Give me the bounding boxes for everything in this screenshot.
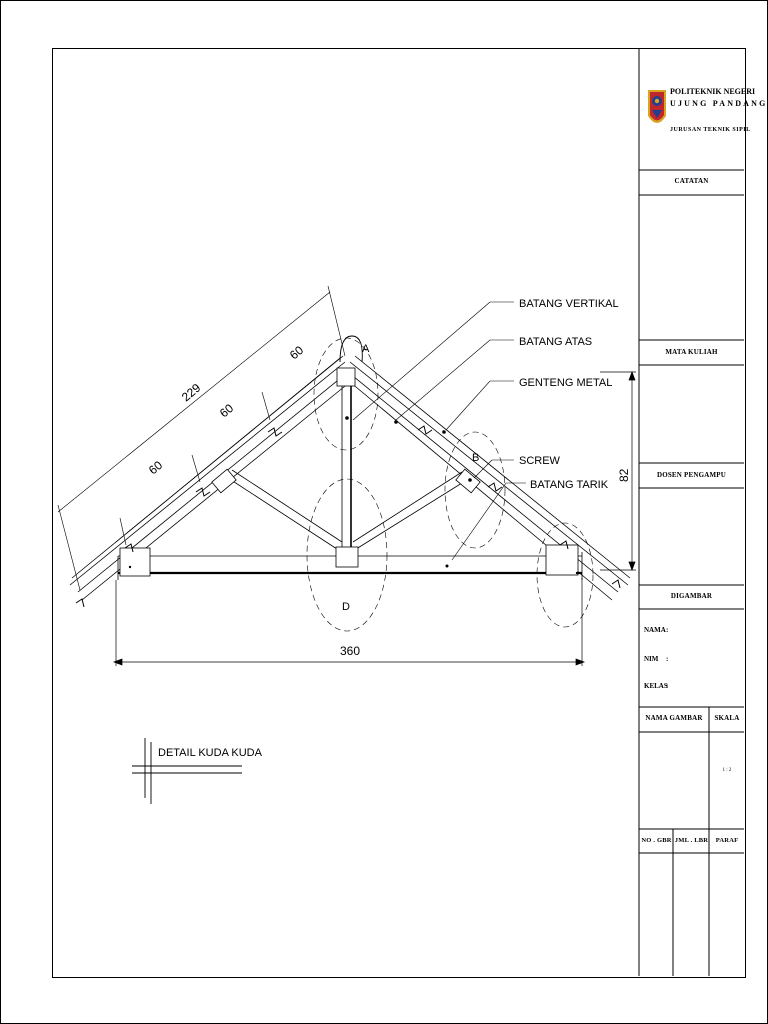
roof-clips xyxy=(75,425,621,608)
detail-circles xyxy=(306,337,594,632)
king-post xyxy=(341,380,352,556)
apex-cap xyxy=(339,335,363,363)
label-genteng-metal: GENTENG METAL xyxy=(519,377,612,389)
dim-seg-3: 60 xyxy=(287,343,306,363)
nama-label: NAMA xyxy=(644,626,666,634)
dim-seg-2: 60 xyxy=(217,401,236,421)
nama-gambar-header: NAMA GAMBAR xyxy=(645,714,703,722)
diagonal-struts xyxy=(224,469,471,552)
label-batang-tarik: BATANG TARIK xyxy=(530,479,609,491)
dim-slope-total: 229 xyxy=(179,380,204,404)
paraf-header: PARAF xyxy=(715,837,739,844)
left-roof-member xyxy=(69,355,351,601)
dim-seg-1: 60 xyxy=(146,458,165,478)
dim-span: 360 xyxy=(340,644,360,658)
dim-height: 82 xyxy=(617,468,631,482)
kelas-label: KELAS xyxy=(644,682,668,690)
leader-lines xyxy=(352,301,526,561)
skala-header: SKALA xyxy=(714,714,740,722)
jml-lbr-header: JML . LBR xyxy=(674,837,709,844)
detail-marker-b: B xyxy=(472,452,479,464)
label-batang-vertikal: BATANG VERTIKAL xyxy=(519,298,619,310)
nama-colon: : xyxy=(666,626,669,634)
digambar-header: DIGAMBAR xyxy=(670,592,713,600)
label-batang-atas: BATANG ATAS xyxy=(519,336,592,348)
dosen-pengampu-header: DOSEN PENGAMPU xyxy=(656,471,727,479)
no-gbr-header: NO . GBR xyxy=(641,837,672,844)
screw-points xyxy=(128,416,579,575)
drawing-title: DETAIL KUDA KUDA xyxy=(158,747,263,759)
institution-logo xyxy=(648,90,666,123)
mata-kuliah-header: MATA KULIAH xyxy=(665,348,718,356)
gusset-plates xyxy=(119,367,579,577)
span-dimension xyxy=(113,578,585,666)
kelas-colon: : xyxy=(666,682,669,690)
height-dimension xyxy=(600,371,636,571)
detail-marker-a: A xyxy=(362,343,370,355)
drawing-border xyxy=(52,48,746,978)
slope-dimension xyxy=(57,285,346,591)
department-name: JURUSAN TEKNIK SIPIL xyxy=(670,127,751,133)
skala-value: 1 : 2 xyxy=(722,768,732,773)
institution-city: UJUNG PANDANG xyxy=(670,99,768,108)
catatan-header: CATATAN xyxy=(674,177,709,185)
nim-colon: : xyxy=(666,655,669,663)
label-screw: SCREW xyxy=(519,455,561,467)
drawing-title-mark xyxy=(132,738,242,804)
nim-label: NIM xyxy=(644,655,659,663)
detail-marker-d: D xyxy=(342,601,350,613)
right-roof-member xyxy=(347,355,631,601)
institution-name: POLITEKNIK NEGERI xyxy=(670,87,756,96)
